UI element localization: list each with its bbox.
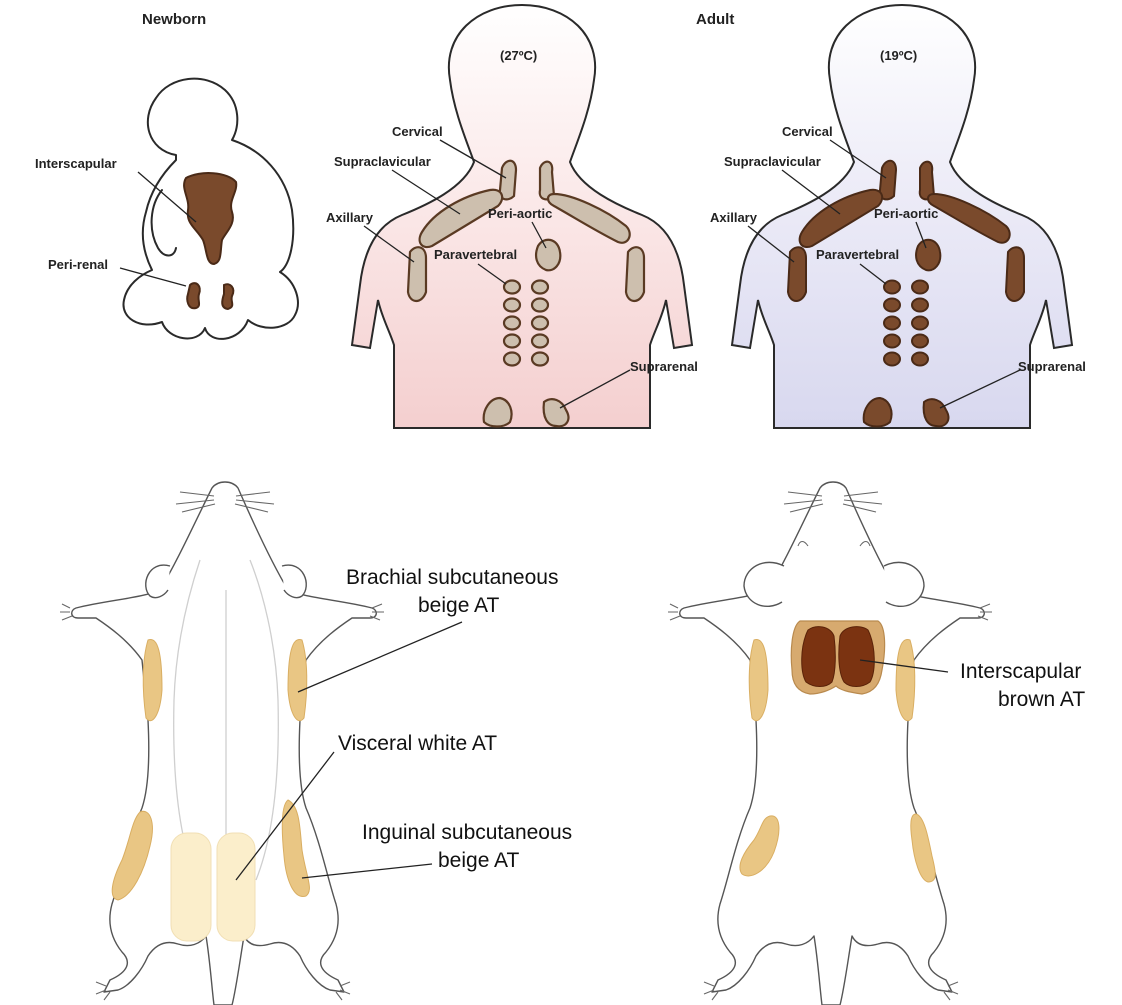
warm-periaortic-label: Peri-aortic [488,206,552,221]
warm-temperature: (27ºC) [500,48,537,63]
cold-axillary-right [1006,247,1024,301]
cold-axillary-label: Axillary [710,210,758,225]
adult-warm-diagram: (27ºC) Cervical Supraclavicular [326,5,698,428]
warm-axillary-left [408,247,426,301]
mouse-dorsal: Interscapular brown AT [668,482,1085,1005]
warm-periaortic [536,240,560,271]
mouse-dorsal-paw-left [668,604,680,620]
cold-periaortic-label: Peri-aortic [874,206,938,221]
warm-supraclavicular-label: Supraclavicular [334,154,431,169]
warm-axillary-right [626,247,644,301]
inguinal-label-line2: beige AT [438,849,520,872]
newborn-perirenal-right [222,284,233,309]
mouse-dorsal-ear-left [744,562,784,606]
brachial-beige-at-left [143,639,162,720]
brachial-label-line2: beige AT [418,594,500,617]
newborn-perirenal-label: Peri-renal [48,257,108,272]
interscapular-label-line1: Interscapular [960,660,1081,683]
newborn-interscapular-label: Interscapular [35,156,117,171]
newborn-heading: Newborn [142,11,206,28]
warm-suprarenal-label: Suprarenal [630,359,698,374]
cold-periaortic [916,240,940,271]
mouse-ventral: Brachial subcutaneous beige AT Visceral … [60,482,572,1005]
newborn-diagram: Newborn Interscapular Peri-renal [35,11,298,339]
interscapular-brown-at-right-lobe [839,627,874,687]
newborn-perirenal-leader [120,268,186,286]
mouse-dorsal-body [680,482,985,1005]
inguinal-label-line1: Inguinal subcutaneous [362,821,572,844]
brachial-beige-at-right [288,639,307,720]
interscapular-label-line2: brown AT [998,688,1085,711]
cold-temperature: (19ºC) [880,48,917,63]
newborn-perirenal-left [187,283,200,308]
brachial-label-line1: Brachial subcutaneous [346,566,558,589]
mouse-ventral-ear-right [282,565,306,597]
warm-axillary-label: Axillary [326,210,374,225]
cold-cervical-label: Cervical [782,124,833,139]
visceral-white-at-left [171,833,211,941]
cold-paravertebral-label: Paravertebral [816,247,899,262]
cold-suprarenal-label: Suprarenal [1018,359,1086,374]
mouse-ventral-ear-left [146,565,170,597]
dorsal-beige-at-left [749,639,768,720]
warm-cervical-label: Cervical [392,124,443,139]
mouse-ventral-paw-left [60,604,72,620]
mouse-dorsal-ear-right [884,562,924,606]
warm-paravertebral-label: Paravertebral [434,247,517,262]
visceral-label: Visceral white AT [338,732,497,755]
adult-cold-diagram: (19ºC) Cervical Supraclavicular Axill [710,5,1086,428]
visceral-white-at-right [217,833,255,941]
dorsal-beige-at-right [896,639,915,720]
cold-axillary-left [788,247,806,301]
adult-heading: Adult [696,11,734,28]
interscapular-brown-at-left-lobe [802,627,836,687]
newborn-arm-outline [152,190,176,256]
cold-supraclavicular-label: Supraclavicular [724,154,821,169]
